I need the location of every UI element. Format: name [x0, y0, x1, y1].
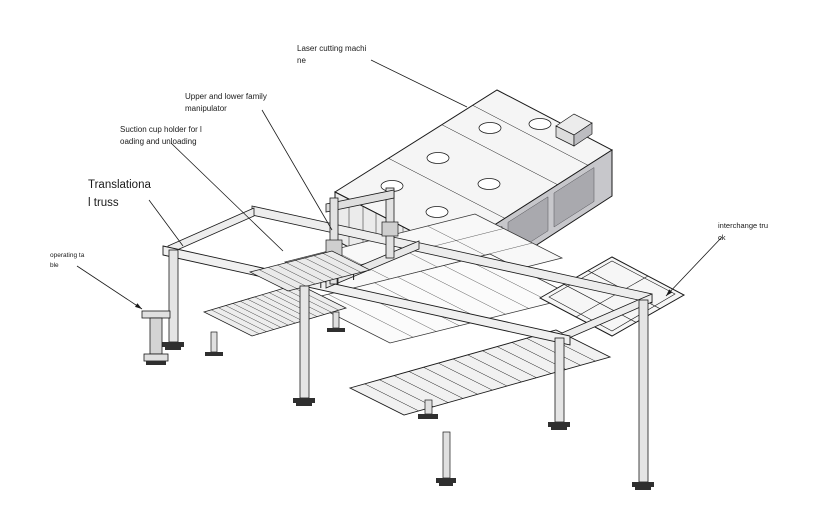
truss-feet — [162, 342, 654, 490]
leader-laser-cutting-machine — [370, 59, 468, 108]
label-interchange-truck: interchange tru ck — [718, 220, 768, 243]
suction-cup-holder — [249, 250, 371, 292]
label-line: Laser cutting machi — [297, 44, 367, 53]
leader-manipulator — [261, 109, 333, 231]
suction-frame-slats — [259, 253, 361, 289]
roller-conveyor — [348, 329, 612, 486]
label-line: ck — [718, 232, 726, 242]
label-line: Upper and lower family — [185, 92, 267, 101]
label-suction-cup-holder: Suction cup holder for l oading and unlo… — [120, 124, 202, 149]
label-line: l truss — [88, 197, 119, 209]
machine-vents — [380, 118, 552, 218]
leader-operating-table — [76, 265, 143, 310]
leader-translational-truss — [148, 199, 184, 247]
interchange-truck — [538, 256, 686, 337]
label-line: ble — [50, 262, 59, 270]
label-line: interchange tru — [718, 221, 769, 230]
label-translational-truss: Translationa l truss — [88, 176, 151, 212]
machine-top-seams — [388, 105, 589, 219]
operating-table — [141, 310, 171, 365]
truss-left-crossbeam — [167, 207, 255, 255]
machine-top-cabinet — [555, 113, 593, 147]
leader-interchange-truck — [665, 236, 723, 297]
conveyor-rollers — [364, 333, 596, 412]
translational-truss — [162, 187, 654, 490]
manipulator-carriage — [325, 189, 395, 213]
label-line: Translationa — [88, 179, 151, 191]
label-laser-cutting-machine: Laser cutting machi ne — [297, 43, 366, 68]
label-operating-table: operating ta ble — [50, 251, 84, 271]
leader-suction-cup — [170, 142, 284, 252]
label-line: ne — [297, 56, 306, 66]
label-upper-lower-manipulator: Upper and lower family manipulator — [185, 91, 267, 116]
lower-pallet-slats — [328, 259, 552, 338]
leader-lines — [76, 59, 723, 310]
arrowhead-operating-table — [135, 303, 142, 309]
label-line: Suction cup holder for l — [120, 125, 202, 134]
arrowhead-interchange-truck — [666, 289, 673, 296]
label-line: operating ta — [50, 252, 85, 259]
label-line: oading and unloading — [120, 137, 197, 147]
label-line: manipulator — [185, 104, 227, 114]
